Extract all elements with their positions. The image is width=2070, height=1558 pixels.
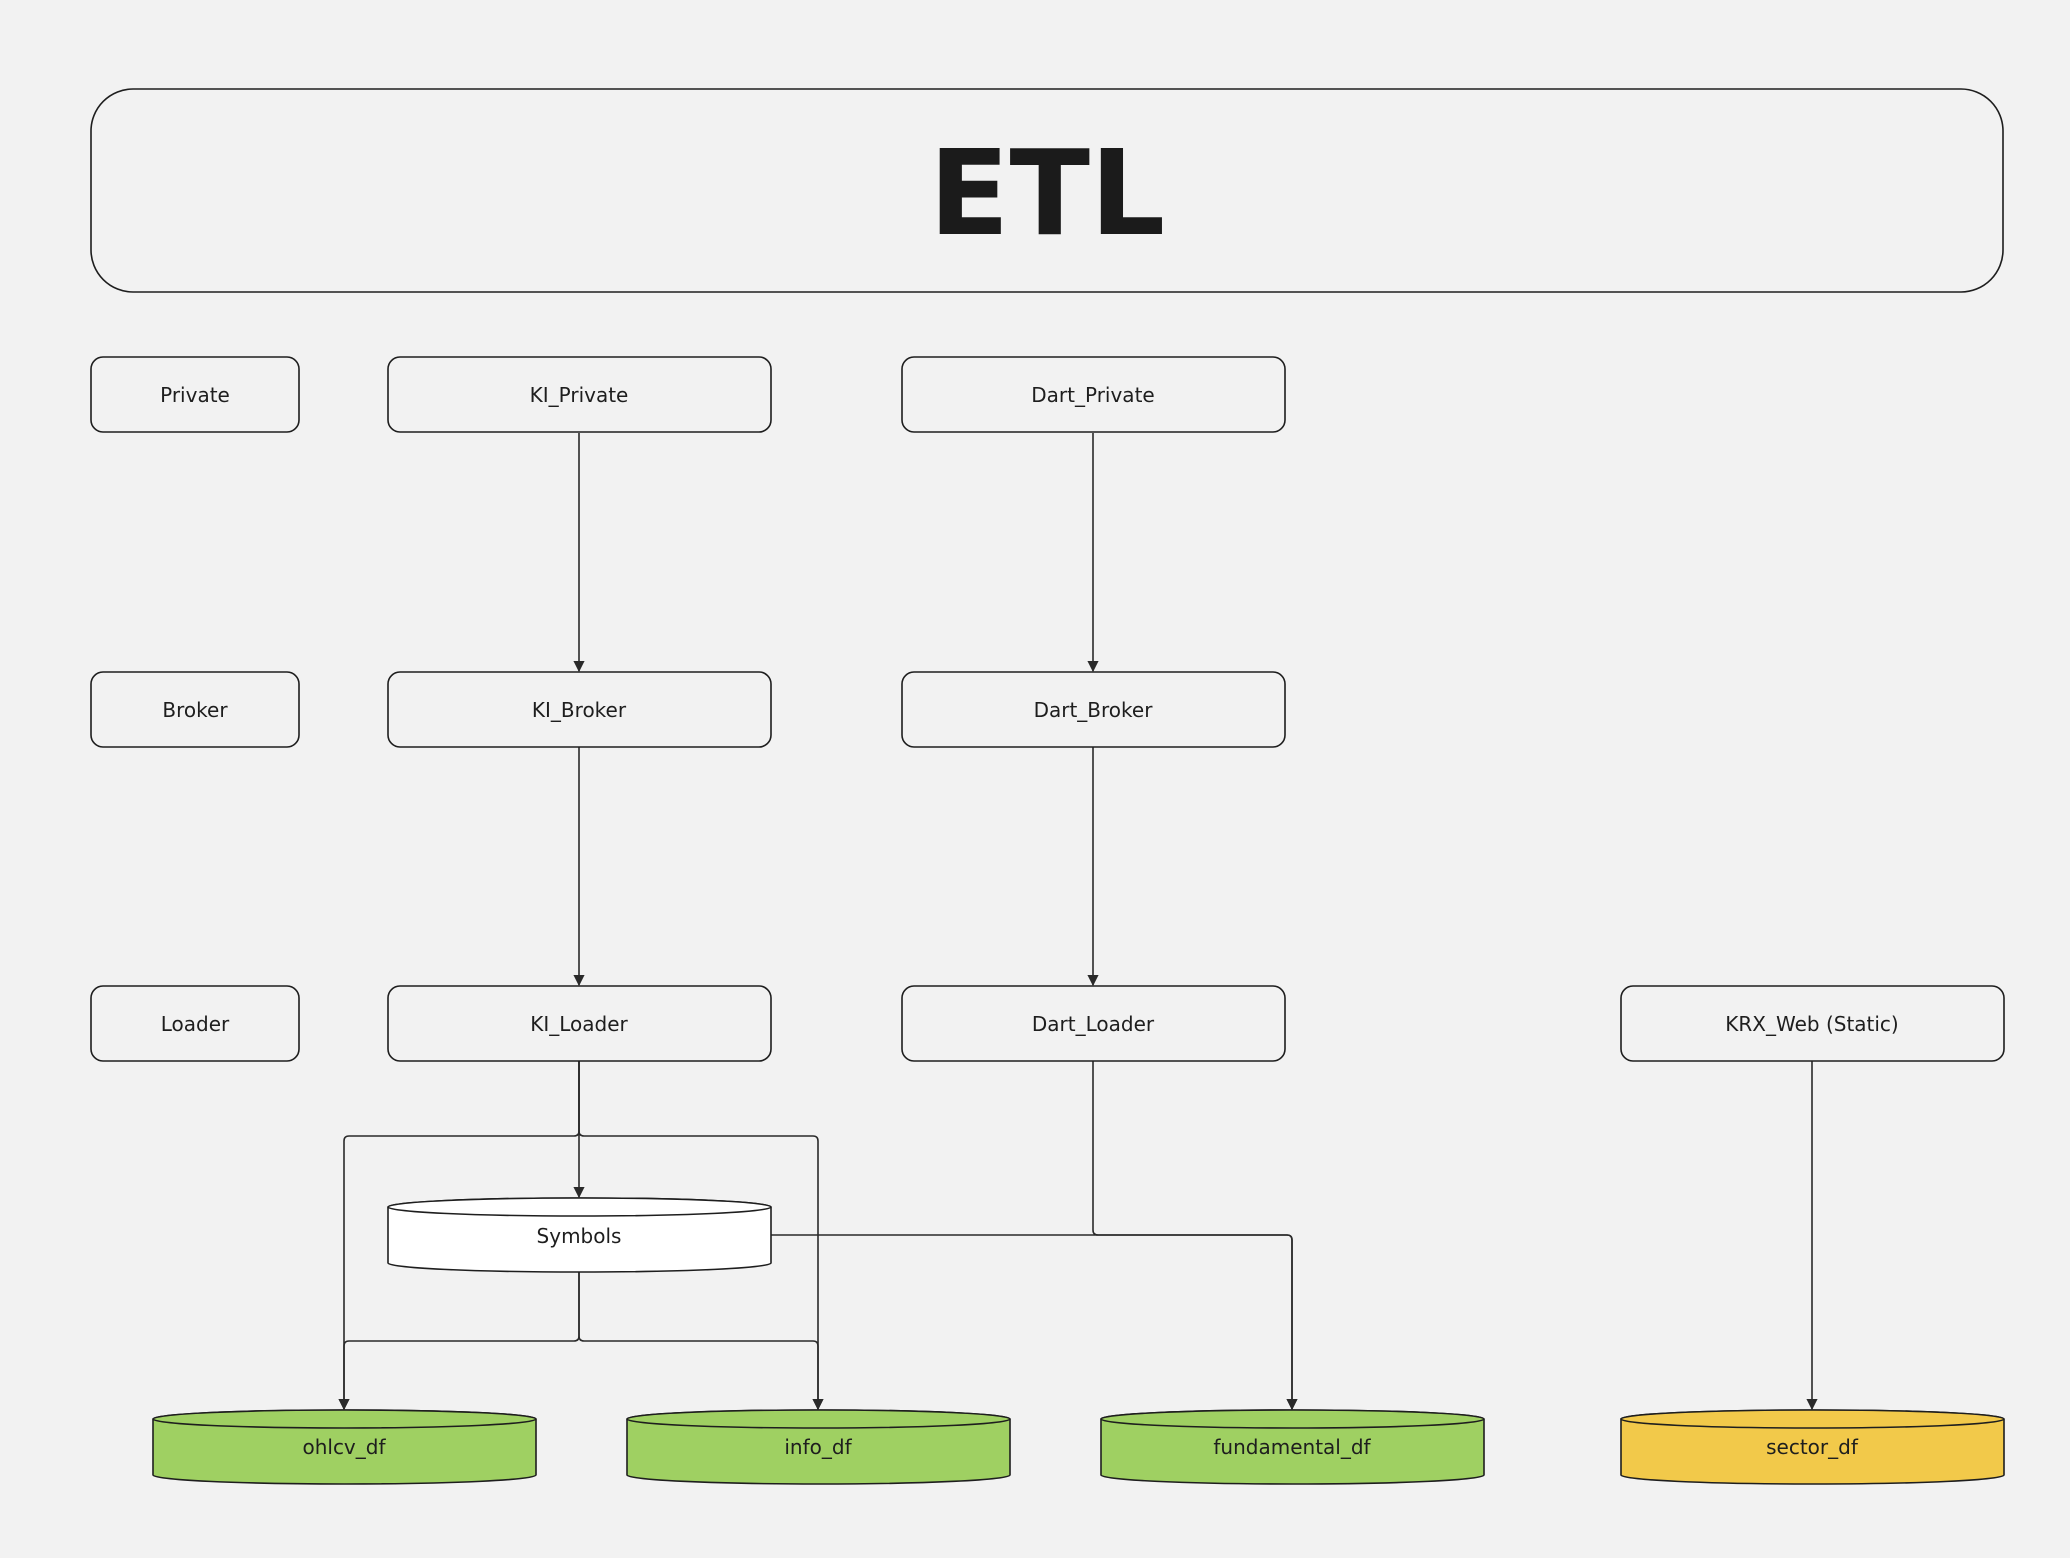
output-fundamental-df-label: fundamental_df [1213,1435,1371,1459]
output-sector-df-label: sector_df [1766,1435,1859,1459]
edge-dart-loader-to-fundamental [1092,1061,1298,1411]
row-label-broker: Broker [90,671,300,748]
edge-symbols-to-info [578,1272,824,1411]
node-ki-loader[interactable]: KI_Loader [387,985,772,1062]
node-symbols-database[interactable]: Symbols [387,1197,772,1273]
row-label-loader-text: Loader [161,1012,230,1036]
node-krx-web-label: KRX_Web (Static) [1725,1012,1898,1036]
output-fundamental-df[interactable]: fundamental_df [1100,1409,1485,1485]
node-ki-private-label: KI_Private [530,383,629,407]
row-label-private: Private [90,356,300,433]
edge-symbols-to-fundamental [771,1234,1298,1411]
node-ki-loader-label: KI_Loader [530,1012,628,1036]
output-ohlcv-df[interactable]: ohlcv_df [152,1409,537,1485]
row-label-broker-text: Broker [162,698,228,722]
node-symbols-label: Symbols [537,1224,622,1248]
edges [338,433,1818,1411]
output-ohlcv-df-label: ohlcv_df [302,1435,386,1459]
diagram-title: ETL [929,124,1165,262]
node-dart-broker[interactable]: Dart_Broker [901,671,1286,748]
node-dart-loader[interactable]: Dart_Loader [901,985,1286,1062]
edge-ki-loader-to-info [578,1061,824,1411]
edge-symbols-to-ohlcv [338,1272,580,1411]
node-dart-broker-label: Dart_Broker [1034,698,1154,722]
row-label-private-text: Private [160,383,230,407]
node-ki-broker[interactable]: KI_Broker [387,671,772,748]
node-dart-private[interactable]: Dart_Private [901,356,1286,433]
node-ki-broker-label: KI_Broker [532,698,627,722]
node-krx-web[interactable]: KRX_Web (Static) [1620,985,2005,1062]
output-sector-df[interactable]: sector_df [1620,1409,2005,1485]
output-info-df[interactable]: info_df [626,1409,1011,1485]
row-label-loader: Loader [90,985,300,1062]
node-ki-private[interactable]: KI_Private [387,356,772,433]
node-dart-loader-label: Dart_Loader [1032,1012,1155,1036]
title-frame: ETL [90,88,2004,293]
node-dart-private-label: Dart_Private [1031,383,1154,407]
output-info-df-label: info_df [784,1435,852,1459]
